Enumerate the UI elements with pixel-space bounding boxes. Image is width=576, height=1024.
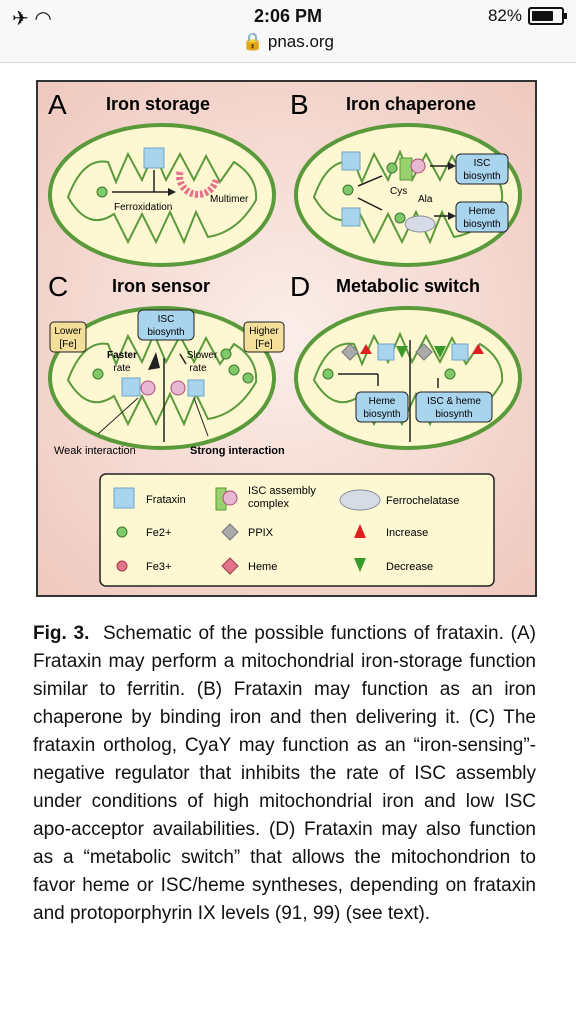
panel-c-title: Iron sensor bbox=[112, 276, 210, 296]
label-d-heme-2: biosynth bbox=[363, 409, 400, 420]
figure-3: A Iron storage Ferroxidation Multimer B … bbox=[36, 80, 537, 597]
label-d-heme-1: Heme bbox=[369, 396, 396, 407]
legend-fe3-swatch bbox=[116, 560, 128, 572]
label-c-isc-1: ISC bbox=[158, 314, 175, 325]
legend-fe3: Fe3+ bbox=[146, 561, 171, 573]
label-higher-1: Higher bbox=[249, 326, 279, 337]
label-higher-2: [Fe] bbox=[255, 339, 272, 350]
label-multimer: Multimer bbox=[210, 194, 249, 205]
caption-label: Fig. 3. bbox=[33, 623, 90, 644]
label-ala: Ala bbox=[418, 194, 433, 205]
legend-decrease: Decrease bbox=[386, 561, 433, 573]
airplane-wifi-icons: ✈ ◠ bbox=[12, 8, 52, 30]
figure-svg: A Iron storage Ferroxidation Multimer B … bbox=[38, 82, 535, 595]
clock: 2:06 PM bbox=[253, 6, 323, 26]
legend-decrease-icon bbox=[354, 558, 366, 572]
frataxin-a bbox=[143, 147, 165, 169]
label-b-heme-1: Heme bbox=[469, 206, 496, 217]
legend-ferrochelatase: Ferrochelatase bbox=[386, 495, 459, 507]
legend-heme-swatch bbox=[221, 557, 239, 575]
figure-caption: Fig. 3. Schematic of the possible functi… bbox=[33, 620, 536, 928]
label-b-isc-1: ISC bbox=[474, 158, 491, 169]
multimer-ring bbox=[176, 171, 220, 198]
legend-ppix: PPIX bbox=[248, 527, 274, 539]
cristae-a bbox=[66, 149, 258, 245]
fe2-a bbox=[96, 186, 108, 198]
label-b-isc-2: biosynth bbox=[463, 171, 500, 182]
label-lower-2: [Fe] bbox=[59, 339, 76, 350]
label-b-heme-2: biosynth bbox=[463, 219, 500, 230]
panel-a-title: Iron storage bbox=[106, 94, 210, 114]
legend-frataxin-swatch bbox=[113, 487, 135, 509]
browser-status-bar: ✈ ◠ 2:06 PM 🔒 pnas.org 82% bbox=[0, 0, 576, 63]
label-ferroxidation: Ferroxidation bbox=[114, 202, 172, 213]
battery-indicator: 82% bbox=[487, 6, 567, 26]
label-weak: Weak interaction bbox=[54, 445, 136, 457]
legend-fe2: Fe2+ bbox=[146, 527, 171, 539]
panel-d-title: Metabolic switch bbox=[336, 276, 480, 296]
label-d-ischeme-2: biosynth bbox=[435, 409, 472, 420]
legend-frataxin: Frataxin bbox=[146, 494, 186, 506]
legend-isc-complex-swatch bbox=[222, 490, 238, 506]
cristae-c bbox=[66, 331, 258, 427]
label-lower-1: Lower bbox=[54, 326, 82, 337]
legend-ppix-swatch bbox=[221, 523, 239, 541]
legend-fe2-swatch bbox=[116, 526, 128, 538]
legend-increase: Increase bbox=[386, 527, 428, 539]
label-slower-2: rate bbox=[189, 363, 207, 374]
label-cys: Cys bbox=[390, 186, 407, 197]
battery-icon bbox=[528, 7, 567, 25]
label-c-isc-2: biosynth bbox=[147, 327, 184, 338]
label-strong: Strong interaction bbox=[190, 445, 285, 457]
panel-b-title: Iron chaperone bbox=[346, 94, 476, 114]
legend-heme: Heme bbox=[248, 561, 277, 573]
legend-isc-complex-1: ISC assembly bbox=[248, 485, 316, 497]
legend-increase-icon bbox=[354, 524, 366, 538]
panel-b-letter: B bbox=[290, 89, 309, 120]
label-faster-1: Faster bbox=[107, 350, 137, 361]
battery-percent: 82% bbox=[487, 6, 522, 25]
legend-ferrochelatase-swatch bbox=[339, 489, 381, 511]
label-d-ischeme-1: ISC & heme bbox=[427, 396, 481, 407]
url-text: pnas.org bbox=[267, 32, 335, 51]
panel-d-letter: D bbox=[290, 271, 310, 302]
label-faster-2: rate bbox=[113, 363, 131, 374]
caption-text: Schematic of the possible functions of f… bbox=[33, 623, 536, 924]
url-bar[interactable]: 🔒 pnas.org bbox=[241, 32, 335, 51]
legend-isc-complex-2: complex bbox=[248, 498, 289, 510]
panel-a-letter: A bbox=[48, 89, 67, 120]
legend-box bbox=[99, 473, 495, 587]
panel-c-letter: C bbox=[48, 271, 68, 302]
label-slower-1: Slower bbox=[187, 350, 218, 361]
